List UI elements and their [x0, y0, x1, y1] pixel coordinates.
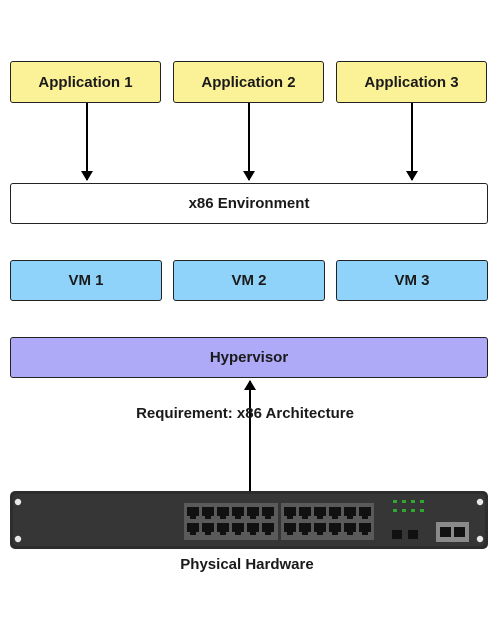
- vm-3-box: VM 3: [336, 260, 488, 301]
- ethernet-port: [232, 523, 244, 535]
- network-switch-icon: [10, 491, 488, 549]
- status-led: [393, 500, 397, 503]
- status-led: [393, 509, 397, 512]
- ethernet-port: [344, 523, 356, 535]
- status-led: [402, 509, 406, 512]
- ethernet-port: [247, 507, 259, 519]
- x86-environment-label: x86 Environment: [188, 195, 310, 212]
- ethernet-port: [262, 523, 274, 535]
- ethernet-port: [284, 507, 296, 519]
- status-led: [420, 509, 424, 512]
- application-1-box: Application 1: [10, 61, 161, 103]
- physical-hardware-label: Physical Hardware: [180, 556, 314, 573]
- ethernet-port: [299, 507, 311, 519]
- vm-1-box: VM 1: [10, 260, 162, 301]
- hypervisor-box: Hypervisor: [10, 337, 488, 378]
- ethernet-port: [217, 507, 229, 519]
- ethernet-port: [247, 523, 259, 535]
- ethernet-port: [314, 507, 326, 519]
- ethernet-port: [284, 523, 296, 535]
- application-1-label: Application 1: [38, 73, 133, 91]
- ethernet-port: [344, 507, 356, 519]
- ethernet-port: [329, 523, 341, 535]
- ethernet-port: [329, 507, 341, 519]
- ethernet-port: [359, 523, 371, 535]
- application-3-label: Application 3: [364, 73, 459, 91]
- ethernet-port: [187, 523, 199, 535]
- status-led: [411, 509, 415, 512]
- ethernet-port: [314, 523, 326, 535]
- vm-2-label: VM 2: [231, 272, 267, 289]
- application-3-box: Application 3: [336, 61, 487, 103]
- hypervisor-label: Hypervisor: [209, 349, 289, 366]
- ethernet-port: [232, 507, 244, 519]
- ethernet-port: [187, 507, 199, 519]
- application-2-label: Application 2: [201, 73, 296, 91]
- vm-2-box: VM 2: [173, 260, 325, 301]
- ethernet-port: [299, 523, 311, 535]
- status-led: [420, 500, 424, 503]
- x86-environment-box: x86 Environment: [10, 183, 488, 224]
- ethernet-port: [359, 507, 371, 519]
- status-led: [402, 500, 406, 503]
- application-2-box: Application 2: [173, 61, 324, 103]
- requirement-label: Requirement: x86 Architecture: [136, 405, 354, 422]
- ethernet-port: [262, 507, 274, 519]
- vm-3-label: VM 3: [394, 272, 430, 289]
- ethernet-port: [202, 523, 214, 535]
- ethernet-port: [217, 523, 229, 535]
- ethernet-port: [202, 507, 214, 519]
- status-led: [411, 500, 415, 503]
- vm-1-label: VM 1: [68, 272, 104, 289]
